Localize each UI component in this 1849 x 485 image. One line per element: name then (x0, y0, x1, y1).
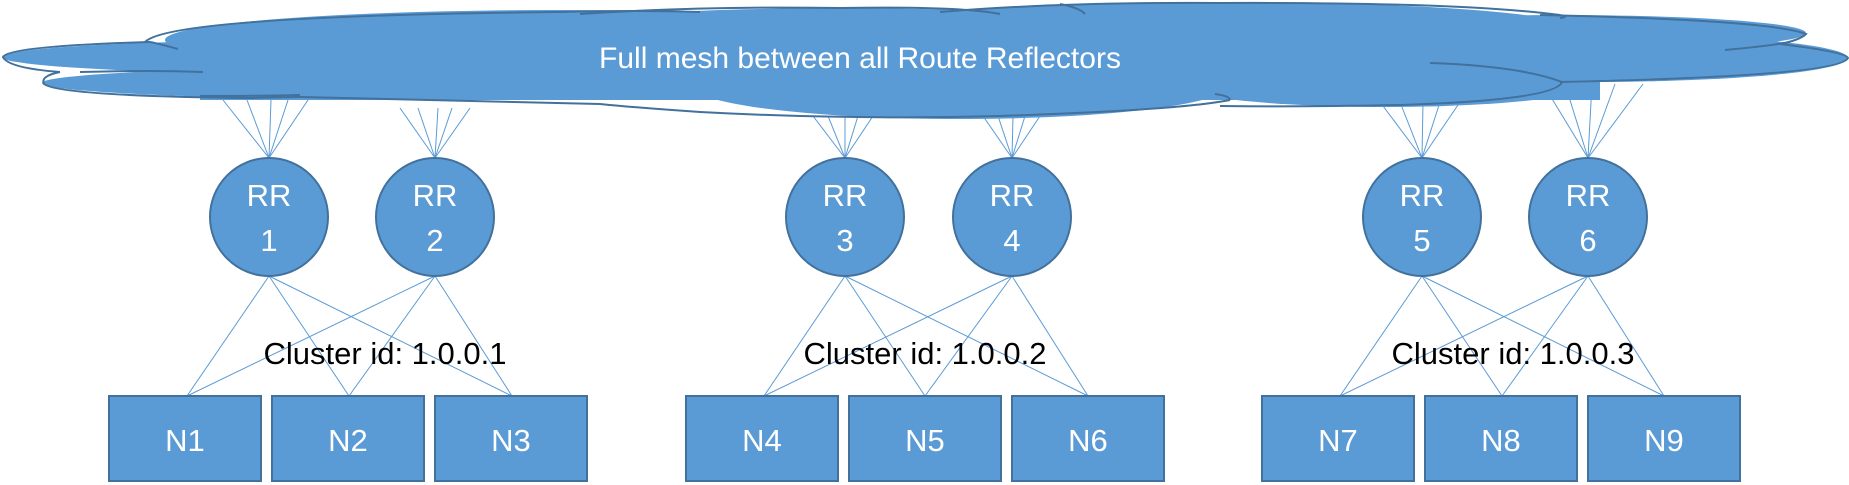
rr-number: 5 (1413, 223, 1430, 258)
rr-label: RR (247, 178, 292, 213)
node-n3[interactable]: N3 (434, 395, 588, 482)
rr-client-link (844, 275, 1089, 397)
mesh-link (1587, 83, 1644, 159)
node-label: N8 (1481, 423, 1521, 458)
rr-client-link (186, 275, 436, 397)
route-reflector-1[interactable]: RR 1 (209, 157, 329, 277)
rr-client-link (1421, 275, 1665, 397)
route-reflector-5[interactable]: RR 5 (1362, 157, 1482, 277)
mesh-link (417, 107, 436, 159)
mesh-link (434, 107, 439, 159)
route-reflector-4[interactable]: RR 4 (952, 157, 1072, 277)
rr-label: RR (823, 178, 868, 213)
mesh-link (1587, 83, 1616, 159)
route-reflector-2[interactable]: RR 2 (375, 157, 495, 277)
node-label: N2 (328, 423, 368, 458)
node-n5[interactable]: N5 (848, 395, 1002, 482)
mesh-link (222, 99, 270, 159)
route-reflector-3[interactable]: RR 3 (785, 157, 905, 277)
rr-client-link (268, 275, 513, 397)
mesh-link (1421, 101, 1461, 159)
mesh-link (1421, 101, 1424, 159)
rr-label: RR (990, 178, 1035, 213)
node-label: N7 (1318, 423, 1358, 458)
node-n6[interactable]: N6 (1011, 395, 1165, 482)
node-label: N1 (165, 423, 205, 458)
mesh-link (434, 107, 471, 159)
mesh-links (222, 83, 1644, 159)
mesh-link (434, 107, 453, 159)
node-n8[interactable]: N8 (1424, 395, 1578, 482)
rr-client-link (434, 275, 513, 397)
mesh-link (399, 107, 436, 159)
mesh-link (982, 115, 1013, 159)
rr-client-link (348, 275, 436, 397)
rr-label: RR (1566, 178, 1611, 213)
mesh-link (844, 115, 859, 159)
mesh-link (812, 115, 846, 159)
rr-client-link (1339, 275, 1589, 397)
mesh-link (1011, 115, 1014, 159)
rr-client-link (186, 275, 270, 397)
node-n4[interactable]: N4 (685, 395, 839, 482)
rr-number: 6 (1579, 223, 1596, 258)
mesh-label: Full mesh between all Route Reflectors (599, 42, 1121, 75)
rr-client-link (1421, 275, 1503, 397)
mesh-link (844, 115, 874, 159)
mesh-link (268, 99, 289, 159)
rr-label: RR (413, 178, 458, 213)
cluster-label: Cluster id: 1.0.0.3 (1392, 336, 1635, 371)
rr-client-link (268, 275, 350, 397)
mesh-link (246, 99, 270, 159)
rr-client-link (924, 275, 1013, 397)
cluster-label: Cluster id: 1.0.0.1 (264, 336, 507, 371)
rr-number: 2 (426, 223, 443, 258)
rr-client-link (1011, 275, 1089, 397)
cluster-links (186, 275, 1665, 397)
rr-client-link (1587, 275, 1665, 397)
node-n9[interactable]: N9 (1587, 395, 1741, 482)
mesh-link (268, 99, 309, 159)
rr-client-link (763, 275, 846, 397)
mesh-link (1379, 101, 1423, 159)
rr-label: RR (1400, 178, 1445, 213)
node-n1[interactable]: N1 (108, 395, 262, 482)
rr-number: 4 (1003, 223, 1020, 258)
node-n2[interactable]: N2 (271, 395, 425, 482)
mesh-link (268, 99, 272, 159)
node-label: N4 (742, 423, 782, 458)
mesh-link (997, 115, 1013, 159)
rr-number: 3 (836, 223, 853, 258)
rr-number: 1 (260, 223, 277, 258)
mesh-link (827, 115, 846, 159)
rr-client-link (844, 275, 926, 397)
rr-client-link (1501, 275, 1589, 397)
node-label: N9 (1644, 423, 1684, 458)
rr-client-link (763, 275, 1013, 397)
node-label: N6 (1068, 423, 1108, 458)
node-label: N3 (491, 423, 531, 458)
full-mesh-cloud: Full mesh between all Route Reflectors (1, 1, 1849, 119)
node-label: N5 (905, 423, 945, 458)
node-n7[interactable]: N7 (1261, 395, 1415, 482)
mesh-link (1011, 115, 1041, 159)
rr-client-link (1339, 275, 1423, 397)
route-reflector-6[interactable]: RR 6 (1528, 157, 1648, 277)
cluster-label: Cluster id: 1.0.0.2 (804, 336, 1047, 371)
mesh-link (1399, 101, 1423, 159)
mesh-link (1421, 101, 1441, 159)
mesh-link (1011, 115, 1026, 159)
